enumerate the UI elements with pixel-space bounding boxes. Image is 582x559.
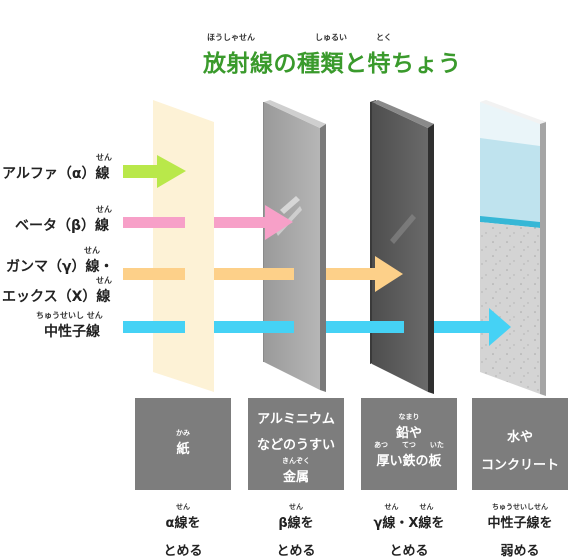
beta-ray-label: ベータ（β）線	[15, 218, 110, 234]
paper-label: 紙	[176, 442, 190, 457]
beta-ray-ruby: せん	[96, 205, 112, 214]
effect-alpha-ruby: せん	[176, 503, 190, 511]
lead-barrier	[370, 100, 434, 394]
alpha-ray-arrow	[123, 155, 186, 188]
material-box-water-concrete: 水や コンクリート	[472, 398, 568, 490]
alpha-ray-label: アルファ（α）線	[2, 166, 110, 182]
aluminium-line-1: アルミニウム	[257, 412, 335, 427]
title-ruby-hoshasen: ほうしゃせん	[207, 33, 255, 42]
neutron-ray-arrow	[123, 308, 511, 346]
gamma-xray-arrow	[123, 256, 403, 292]
water-line-1: 水や	[506, 430, 533, 445]
aluminium-barrier	[263, 100, 326, 392]
xray-label: エックス（X）線	[2, 289, 111, 305]
lead-ruby-bottom: あつ てつ いた	[374, 441, 444, 449]
aluminium-line-2: などのうすい	[256, 438, 335, 453]
gamma-ray-ruby: せん	[84, 246, 100, 255]
effect-neutron: ちゅうせいしせん 中性子線を 弱める	[472, 502, 568, 559]
beta-ray-arrow	[123, 205, 293, 240]
effect-neutron-ruby: ちゅうせいしせん	[492, 503, 548, 511]
effect-beta: せん β線を とめる	[248, 502, 344, 559]
material-box-paper: かみ 紙	[135, 398, 231, 490]
effect-neutron-line2: 弱める	[500, 544, 540, 559]
gamma-ray-label: ガンマ（γ）線・	[6, 259, 114, 275]
title-ruby-shurui: しゅるい	[315, 33, 347, 42]
water-line-2: コンクリート	[480, 458, 559, 473]
aluminium-ruby: きんぞく	[282, 457, 310, 465]
neutron-ray-ruby: ちゅうせいし せん	[36, 311, 103, 320]
effect-alpha-line2: とめる	[163, 544, 203, 559]
paper-barrier	[153, 100, 214, 392]
paper-ruby: かみ	[176, 429, 190, 437]
effect-beta-ruby: せん	[289, 503, 303, 511]
lead-line-2: 厚い鉄の板	[376, 454, 442, 469]
alpha-ray-ruby: せん	[96, 153, 112, 162]
title-ruby-toku: とく	[376, 33, 392, 42]
effect-alpha-line1: α線を	[165, 516, 201, 531]
effect-neutron-line1: 中性子線を	[487, 516, 553, 531]
effect-alpha: せん α線を とめる	[135, 502, 231, 559]
effect-beta-line2: とめる	[276, 544, 316, 559]
lead-line-1: 鉛や	[395, 426, 422, 441]
water-concrete-barrier	[480, 100, 546, 396]
effect-gamma-xray-line1: γ線・X線を	[373, 516, 445, 531]
aluminium-line-3: 金属	[282, 470, 309, 485]
effect-gamma-xray-ruby: せん せん	[384, 503, 434, 511]
xray-ruby: せん	[96, 276, 112, 285]
effect-gamma-xray: せん せん γ線・X線を とめる	[361, 502, 457, 559]
effect-gamma-xray-line2: とめる	[389, 544, 429, 559]
lead-ruby-top: なまり	[398, 413, 420, 421]
diagram-title: 放射線の種類と特ちょう	[203, 51, 462, 77]
material-box-lead: なまり 鉛や あつ てつ いた 厚い鉄の板	[361, 398, 457, 490]
effect-beta-line1: β線を	[278, 516, 314, 531]
material-box-aluminium: アルミニウム などのうすい きんぞく 金属	[248, 398, 344, 490]
neutron-ray-label: 中性子線	[44, 324, 100, 340]
